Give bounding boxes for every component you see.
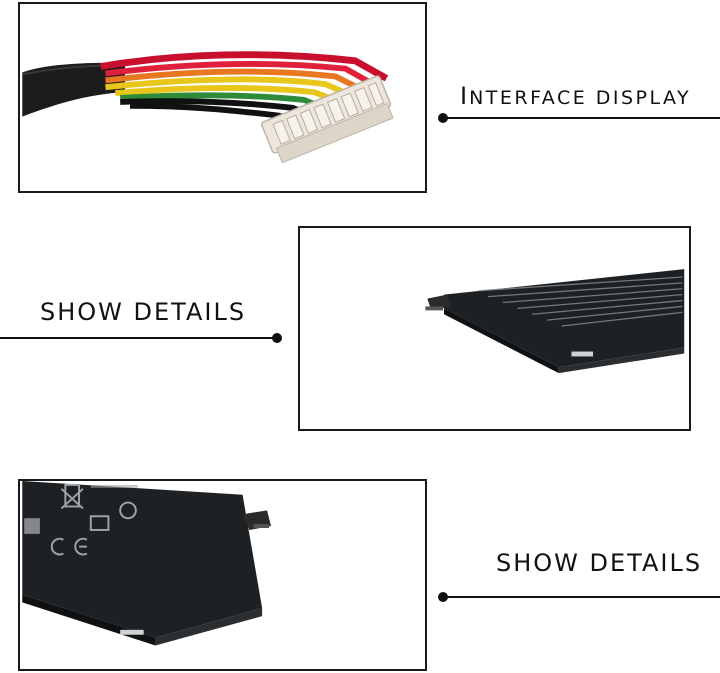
- bullet-dot-2: [272, 333, 282, 343]
- bullet-dot-3: [438, 592, 448, 602]
- caption-rest: NTERFACE DISPLAY: [469, 87, 692, 109]
- caption-show-details-1: SHOW DETAILS: [40, 298, 247, 326]
- caption-underline-3: [443, 596, 720, 598]
- battery-corner-image: [22, 481, 271, 646]
- caption-show-details-2: SHOW DETAILS: [496, 549, 703, 577]
- photo-frame-battery-corner: [18, 479, 427, 671]
- caption-underline-2: [0, 337, 277, 339]
- caption-underline-1: [443, 117, 720, 119]
- battery-edge-image: [425, 269, 685, 374]
- connector-cable-image: [22, 51, 394, 164]
- photo-frame-connector: [18, 2, 427, 193]
- caption-initial: I: [460, 82, 470, 110]
- photo-frame-battery-edge: [298, 226, 691, 431]
- caption-interface-display: INTERFACE DISPLAY: [460, 82, 691, 110]
- bullet-dot-1: [438, 113, 448, 123]
